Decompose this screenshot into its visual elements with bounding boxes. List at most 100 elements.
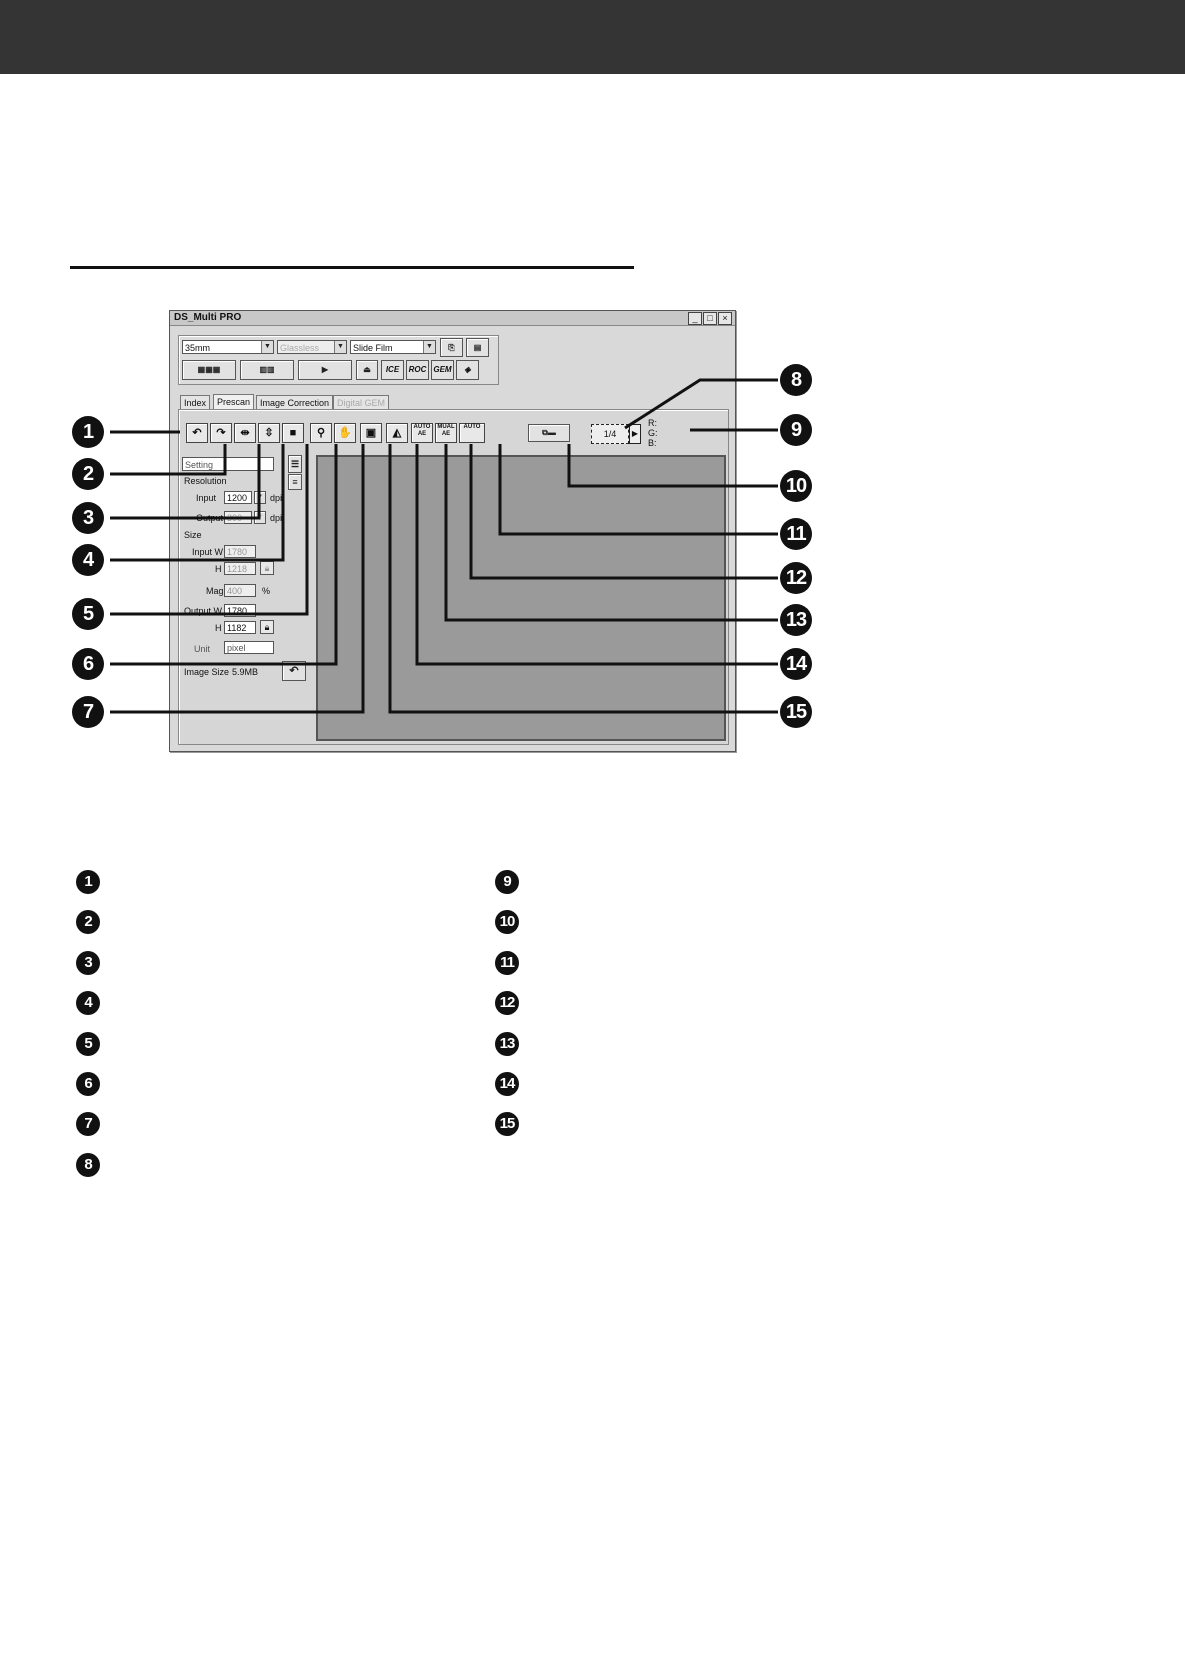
scan-button[interactable]: ▶ xyxy=(298,360,352,380)
setting-menu-button[interactable]: ☰ xyxy=(288,455,302,473)
tab-image-correction[interactable]: Image Correction xyxy=(256,395,334,410)
rotate-left-button[interactable]: ↶ xyxy=(186,423,208,443)
manual-ae-button[interactable]: MUAL AE xyxy=(435,423,457,443)
unit-select[interactable]: pixel xyxy=(224,641,274,654)
minimize-button[interactable]: _ xyxy=(688,312,702,325)
film-type-select[interactable]: Slide Film ▼ xyxy=(350,340,436,354)
flip-horizontal-icon: ⇹ xyxy=(240,427,250,439)
help-button[interactable]: ◈ xyxy=(456,360,479,380)
legend-number-5: 5 xyxy=(76,1032,100,1056)
input-resolution-field[interactable]: 1200 xyxy=(224,491,252,504)
callout-badge-5: 5 xyxy=(72,598,104,630)
input-width-field: 1780 xyxy=(224,545,256,558)
setting-select[interactable]: Setting xyxy=(182,457,274,471)
setting-list-button[interactable]: ≡ xyxy=(288,474,302,490)
point-focus-button[interactable]: ◭ xyxy=(386,423,408,443)
scan-icon: ▶ xyxy=(321,365,329,374)
chevron-down-icon: ▼ xyxy=(423,341,435,353)
film-format-select[interactable]: 35mm ▼ xyxy=(182,340,274,354)
frame-counter: 1/4 xyxy=(591,424,629,444)
callout-badge-13: 13 xyxy=(780,604,812,636)
help-icon: ◈ xyxy=(464,365,471,374)
lock-icon: 🔒︎ xyxy=(264,563,270,573)
manual-ae-icon: MUAL AE xyxy=(437,424,455,437)
ice-button[interactable]: ICE xyxy=(381,360,404,380)
legend-number-1: 1 xyxy=(76,870,100,894)
index-scan-icon: ▦▦▦ xyxy=(197,365,221,374)
close-button[interactable]: × xyxy=(718,312,732,325)
unit-label: Unit xyxy=(194,644,211,654)
gem-icon: GEM xyxy=(433,365,452,374)
callout-badge-14: 14 xyxy=(780,648,812,680)
color-swatch-icon: ■ xyxy=(289,427,297,439)
output-width-label: Output W xyxy=(184,606,223,616)
rotate-right-icon: ↷ xyxy=(216,427,226,439)
output-height-label: H xyxy=(215,623,222,633)
size-label: Size xyxy=(184,530,202,540)
legend-number-12: 12 xyxy=(495,991,519,1015)
undo-icon: ↶ xyxy=(289,665,299,677)
roc-button[interactable]: ROC xyxy=(406,360,429,380)
callout-badge-12: 12 xyxy=(780,562,812,594)
rgb-g-label: G: xyxy=(648,428,658,438)
ice-icon: ICE xyxy=(385,365,400,374)
rgb-b-label: B: xyxy=(648,438,657,448)
output-height-field[interactable]: 1182 xyxy=(224,621,256,634)
index-scan-button[interactable]: ▦▦▦ xyxy=(182,360,236,380)
zoom-button[interactable]: ⚲ xyxy=(310,423,332,443)
callout-badge-2: 2 xyxy=(72,458,104,490)
callout-badge-9: 9 xyxy=(780,414,812,446)
preferences-button[interactable]: ▤ xyxy=(466,338,489,357)
ds-multi-pro-window: DS_Multi PRO _ □ × 35mm▼ Glassless▼ Slid… xyxy=(169,310,736,752)
prescan-preview-area[interactable] xyxy=(316,455,726,741)
unit-value: pixel xyxy=(227,643,246,653)
list-icon: ≡ xyxy=(292,477,298,487)
gem-button[interactable]: GEM xyxy=(431,360,454,380)
auto-focus-button[interactable]: AUTO xyxy=(459,423,485,443)
chevron-down-icon: ▼ xyxy=(261,341,273,353)
input-width-label: Input W xyxy=(192,547,224,557)
legend-number-9: 9 xyxy=(495,870,519,894)
maximize-button[interactable]: □ xyxy=(703,312,717,325)
tab-prescan[interactable]: Prescan xyxy=(213,394,255,410)
pan-hand-button[interactable]: ✋ xyxy=(334,423,356,443)
resolution-label: Resolution xyxy=(184,476,227,486)
input-lock-button: 🔒︎ xyxy=(260,561,274,575)
prescan-button[interactable]: ▥▥ xyxy=(240,360,294,380)
auto-ae-button[interactable]: AUTO AE xyxy=(411,423,433,443)
flip-vertical-icon: ⇳ xyxy=(264,427,274,439)
reset-button[interactable]: ↶ xyxy=(282,661,306,681)
mag-field: 400 xyxy=(224,584,256,597)
input-label: Input xyxy=(196,493,217,503)
callout-badge-7: 7 xyxy=(72,696,104,728)
mag-label: Mag. xyxy=(206,586,227,596)
rgb-r-label: R: xyxy=(648,418,657,428)
rotate-left-icon: ↶ xyxy=(192,427,202,439)
focus-point-icon: ◭ xyxy=(392,427,402,439)
flip-vertical-button[interactable]: ⇳ xyxy=(258,423,280,443)
image-size-label: Image Size xyxy=(184,667,230,677)
image-size-value: 5.9MB xyxy=(232,667,259,677)
settings-icon: ▤ xyxy=(473,343,482,352)
frame-counter-value: 1/4 xyxy=(603,429,617,439)
color-cast-button[interactable]: ■ xyxy=(282,423,304,443)
film-format-value: 35mm xyxy=(185,343,211,353)
film-type-value: Slide Film xyxy=(353,343,393,353)
tab-index[interactable]: Index xyxy=(180,395,211,410)
crop-button[interactable]: ▣ xyxy=(360,423,382,443)
legend-number-4: 4 xyxy=(76,991,100,1015)
output-lock-button[interactable]: 🔒︎ xyxy=(260,620,274,634)
page-header-bar xyxy=(0,0,1185,74)
input-height-field: 1218 xyxy=(224,562,256,575)
eject-button[interactable]: ⏏ xyxy=(356,360,378,380)
next-frame-button[interactable]: ▶ xyxy=(629,424,641,444)
callout-badge-11: 11 xyxy=(780,518,812,550)
flip-horizontal-button[interactable]: ⇹ xyxy=(234,423,256,443)
prescan-icon: ▥▥ xyxy=(259,365,275,374)
heading-rule xyxy=(70,266,634,269)
rotate-right-button[interactable]: ↷ xyxy=(210,423,232,443)
open-settings-button[interactable]: ⎘ xyxy=(440,338,463,357)
legend-number-2: 2 xyxy=(76,910,100,934)
select-frame-button[interactable]: ⧉▬ xyxy=(528,424,570,442)
title-bar: DS_Multi PRO _ □ × xyxy=(170,311,735,326)
